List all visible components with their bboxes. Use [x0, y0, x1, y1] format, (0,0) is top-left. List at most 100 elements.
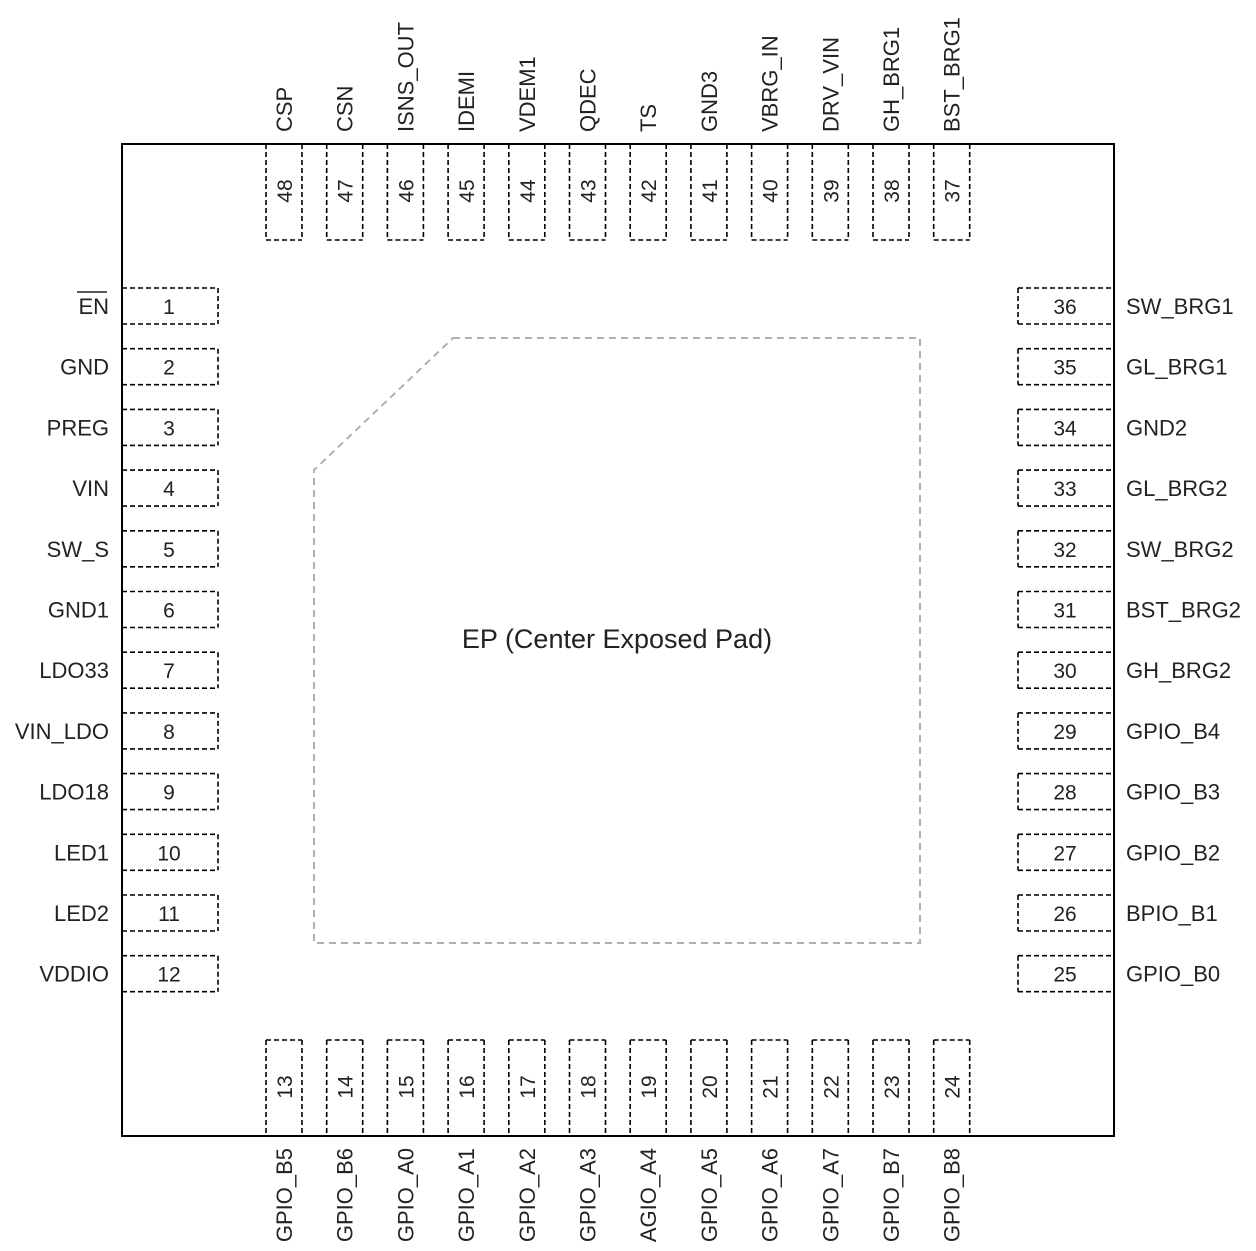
pin-label: GND1 — [48, 598, 109, 623]
pin-label: ISNS_OUT — [393, 22, 418, 132]
pin-number: 9 — [163, 782, 175, 805]
pin-label: GPIO_A5 — [697, 1148, 722, 1242]
pin-pad — [1017, 347, 1114, 386]
pin-label: LED1 — [54, 840, 109, 865]
pin-number: 23 — [881, 1075, 904, 1098]
pin-number: 46 — [395, 179, 418, 202]
pin-number: 6 — [163, 600, 175, 623]
pin-number: 41 — [699, 179, 722, 202]
pin-number: 16 — [456, 1075, 479, 1098]
pin-label: GPIO_B8 — [940, 1148, 965, 1242]
pin-label: DRV_VIN — [818, 37, 843, 132]
pin-number: 18 — [578, 1075, 601, 1098]
pin-pad — [1017, 954, 1114, 993]
pin-label: PREG — [47, 415, 109, 440]
pin-pad — [811, 144, 850, 241]
pin-pad — [690, 1039, 728, 1136]
pin-pad — [122, 894, 219, 932]
pin-number: 32 — [1053, 539, 1076, 562]
pin-number: 17 — [517, 1075, 540, 1098]
pin-label: GPIO_A0 — [393, 1148, 418, 1242]
pin-pad — [122, 287, 219, 325]
pin-label: GPIO_A1 — [454, 1148, 479, 1242]
pin-number: 14 — [335, 1075, 358, 1099]
pin-label: VIN_LDO — [15, 719, 109, 744]
pin-pad — [122, 529, 219, 568]
pin-pad — [122, 408, 219, 447]
pin-6: 6 GND1 — [48, 590, 219, 629]
pin-pad — [750, 1039, 789, 1136]
pin-pad — [1017, 833, 1114, 872]
pins-layer: 1EN2GND3PREG4VIN5SW_S6GND17LDO338VIN_LDO… — [15, 17, 1241, 1242]
pin-8: 8 VIN_LDO — [15, 712, 219, 750]
pin-pad — [1017, 408, 1114, 447]
pin-number: 26 — [1053, 903, 1076, 926]
pin-label: VDEM1 — [515, 56, 540, 132]
pin-pad — [122, 590, 219, 629]
pin-label: GPIO_B3 — [1126, 780, 1220, 805]
pin-number: 43 — [578, 179, 601, 202]
pin-label: SW_BRG1 — [1126, 294, 1234, 319]
pin-pad — [122, 469, 219, 507]
pin-pad — [932, 144, 971, 241]
pin-pad — [1017, 590, 1114, 629]
pin-pad — [1017, 287, 1114, 325]
pin-number: 33 — [1053, 478, 1076, 501]
pin-number: 21 — [760, 1075, 783, 1098]
pin-pad — [325, 1039, 364, 1136]
pin-pad — [265, 1039, 303, 1136]
pin-label: GH_BRG1 — [879, 27, 904, 132]
pin-number: 7 — [163, 660, 175, 683]
pin-pad — [1017, 529, 1114, 568]
pin-number: 36 — [1053, 296, 1076, 319]
pin-pad — [122, 347, 219, 386]
pin-label: GPIO_B4 — [1126, 719, 1220, 744]
pin-label: CSP — [272, 87, 297, 132]
pin-label: BPIO_B1 — [1126, 901, 1218, 926]
pin-pad — [872, 144, 910, 241]
pin-pad — [629, 1039, 668, 1136]
pin-label: GPIO_B0 — [1126, 962, 1220, 987]
pin-44: 44 VDEM1 — [507, 56, 546, 241]
pin-number: 1 — [163, 296, 175, 319]
pin-label: SW_S — [47, 537, 109, 562]
pin-number: 37 — [942, 179, 965, 202]
pin-number: 31 — [1053, 600, 1076, 623]
pin-pad — [568, 144, 607, 241]
pin-pad — [1017, 772, 1114, 811]
pin-label: GND2 — [1126, 415, 1187, 440]
pin-pad — [932, 1039, 971, 1136]
exposed-pad-label: EP (Center Exposed Pad) — [462, 624, 772, 654]
pin-number: 44 — [517, 179, 540, 203]
pin-pad — [386, 144, 425, 241]
pin-number: 8 — [163, 721, 175, 744]
pin-label: EN — [78, 294, 109, 319]
pin-number: 39 — [820, 179, 843, 202]
pin-pad — [629, 144, 668, 241]
pin-number: 11 — [158, 903, 180, 926]
pin-number: 48 — [274, 179, 297, 202]
pin-pad — [265, 144, 303, 241]
pin-46: 46 ISNS_OUT — [386, 22, 425, 241]
pin-label: GND3 — [697, 71, 722, 132]
